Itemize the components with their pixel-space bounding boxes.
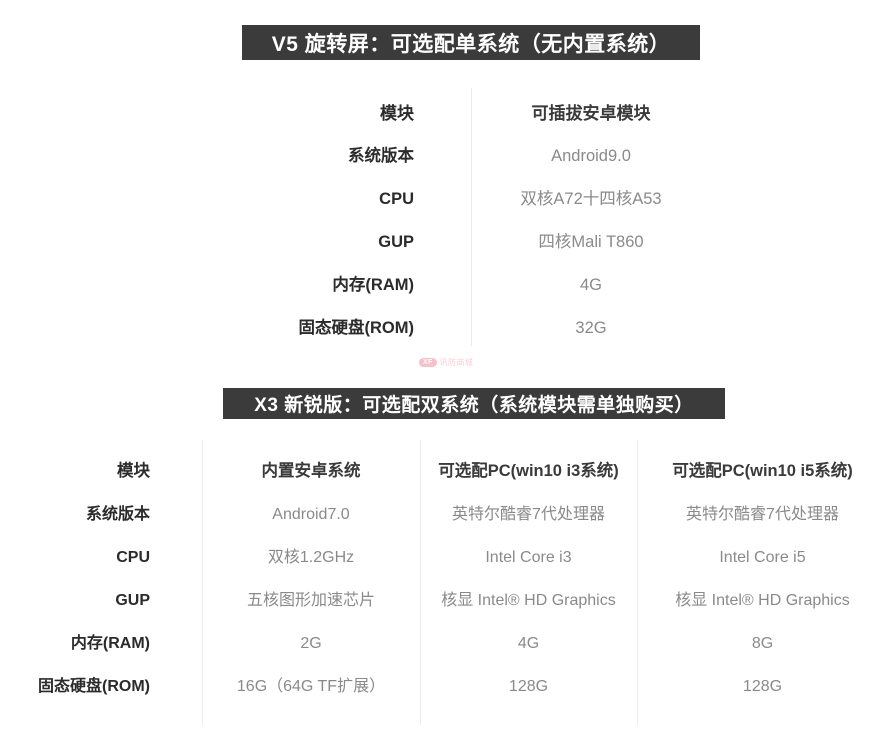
x3-row-cpu-col1: 双核1.2GHz [267,548,355,566]
spec-table-x3: 模块 内置安卓系统 可选配PC(win10 i3系统) 可选配PC(win10 … [0,450,888,708]
x3-row-rom-col1: 16G（64G TF扩展） [236,677,386,695]
spec-table-v5: 模块 可插拔安卓模块 系统版本 Android9.0 CPU 双核A72十四核A… [240,92,710,350]
x3-row-cpu-col2: Intel Core i3 [485,548,572,566]
x3-row-rom-col2: 128G [508,677,549,695]
v5-row-label-gpu: GUP [378,233,414,252]
x3-row-os-col3: 英特尔酷睿7代处理器 [686,505,839,523]
x3-header-col2: 可选配PC(win10 i3系统) [438,462,619,481]
x3-row-label-os: 系统版本 [85,505,150,523]
x3-row-label-cpu: CPU [116,548,150,566]
x3-row-gpu-col1: 五核图形加速芯片 [246,591,375,609]
column-divider-x3-3 [637,440,638,725]
x3-row-gpu-col3: 核显 Intel® HD Graphics [675,591,850,609]
v5-row-value-cpu: 双核A72十四核A53 [520,190,662,209]
v5-row-label-os: 系统版本 [348,147,414,166]
x3-row-ram-col1: 2G [300,634,322,652]
x3-header-col1: 内置安卓系统 [261,462,361,481]
x3-row-os-col2: 英特尔酷睿7代处理器 [452,505,605,523]
section-banner-v5: V5 旋转屏：可选配单系统（无内置系统） [242,25,700,60]
v5-row-label-rom: 固态硬盘(ROM) [298,319,414,338]
x3-row-os-col1: Android7.0 [272,505,350,523]
v5-row-value-ram: 4G [579,276,602,295]
v5-row-value-gpu: 四核Mali T860 [538,233,644,252]
x3-row-label-gpu: GUP [115,591,150,609]
x3-row-ram-col3: 8G [751,634,774,652]
x3-row-label-rom: 固态硬盘(ROM) [38,677,150,695]
x3-row-gpu-col2: 核显 Intel® HD Graphics [441,591,616,609]
x3-row-ram-col2: 4G [517,634,540,652]
v5-row-value-rom: 32G [575,319,607,338]
v5-row-label-ram: 内存(RAM) [332,276,414,295]
x3-row-label-ram: 内存(RAM) [70,634,150,652]
column-divider-v5 [471,88,472,346]
x3-header-col3: 可选配PC(win10 i5系统) [672,462,853,481]
section-banner-x3: X3 新锐版：可选配双系统（系统模块需单独购买） [223,388,725,419]
column-divider-x3-1 [202,440,203,725]
column-divider-x3-2 [420,440,421,725]
watermark: XF 讯防商城 [419,357,473,368]
v5-row-label-cpu: CPU [379,190,414,209]
v5-header-col1: 可插拔安卓模块 [531,103,651,123]
x3-row-rom-col3: 128G [742,677,783,695]
watermark-badge-icon: XF [419,357,437,368]
x3-header-module: 模块 [117,462,150,481]
x3-row-cpu-col3: Intel Core i5 [719,548,806,566]
v5-header-module: 模块 [380,103,414,123]
watermark-text: 讯防商城 [439,358,474,367]
v5-row-value-os: Android9.0 [551,147,631,166]
